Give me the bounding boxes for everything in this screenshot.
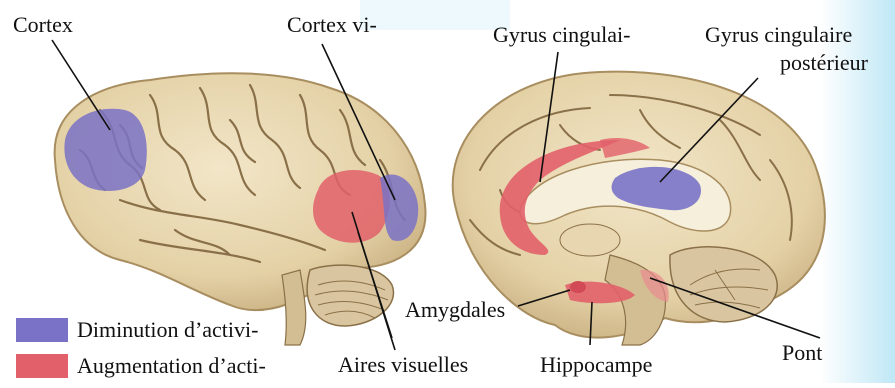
legend-swatch-decrease (16, 318, 68, 342)
label-cortex: Cortex (13, 14, 73, 36)
label-cortex-visuel: Cortex vi- (287, 14, 377, 36)
visual-areas-red-region (313, 170, 390, 243)
label-gyrus-cingulaire-posterieur-1: Gyrus cingulaire (705, 24, 852, 46)
label-pont: Pont (782, 342, 822, 364)
background-accent-top (360, 0, 510, 30)
legend-swatch-increase (16, 354, 68, 378)
lateral-brain (55, 73, 426, 345)
legend-label-decrease: Diminution d’activi- (77, 319, 258, 341)
brainstem-lateral (282, 270, 306, 345)
label-gyrus-cingulaire: Gyrus cingulai- (493, 24, 630, 46)
label-aires-visuelles: Aires visuelles (338, 354, 468, 376)
thalamus (560, 224, 620, 256)
label-gyrus-cingulaire-posterieur-2: postérieur (780, 52, 868, 74)
frontal-cortex-blue-region (64, 109, 146, 191)
label-amygdales: Amygdales (405, 299, 505, 321)
medial-brain (453, 72, 825, 345)
cerebellum (307, 265, 393, 326)
amygdala-red-region (570, 281, 586, 293)
label-hippocampe: Hippocampe (540, 354, 652, 376)
legend-label-increase: Augmentation d’acti- (77, 355, 266, 377)
